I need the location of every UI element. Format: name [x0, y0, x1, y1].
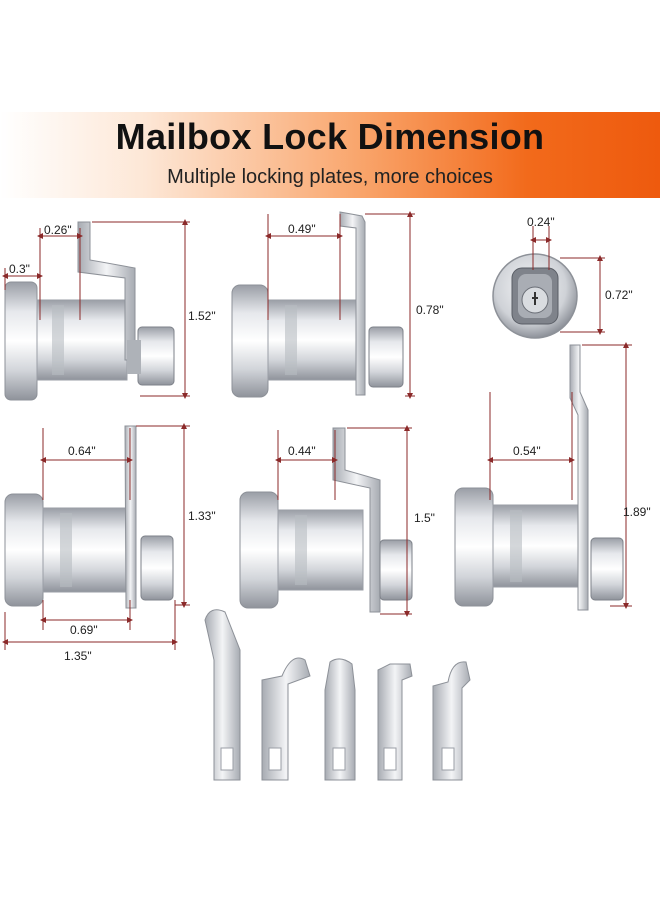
- lock-3-width-label: 0.64": [68, 444, 96, 458]
- cam-plate-3: [324, 658, 356, 781]
- lock-4-height-label: 1.5": [414, 511, 435, 525]
- lock-1-height-label: 1.52": [188, 309, 216, 323]
- lock-2-height-label: 0.78": [416, 303, 444, 317]
- page-subtitle: Multiple locking plates, more choices: [167, 166, 493, 188]
- lock-3-body-label: 0.69": [70, 623, 98, 637]
- front-key-width-label: 0.24": [527, 215, 555, 229]
- cam-plate-1: [204, 609, 241, 781]
- lock-2: [231, 211, 404, 398]
- lock-2-width-label: 0.49": [288, 222, 316, 236]
- lock-5-dimensions: [487, 342, 632, 609]
- lock-4-width-label: 0.44": [288, 444, 316, 458]
- lock-3-height-label: 1.33": [188, 509, 216, 523]
- cam-plate-2: [261, 657, 311, 781]
- lock-3-dimensions: [2, 423, 190, 650]
- lock-3-total-label: 1.35": [64, 649, 92, 663]
- lock-4-dimensions: [275, 425, 412, 617]
- front-height-label: 0.72": [605, 288, 633, 302]
- cam-plate-4: [377, 663, 413, 781]
- lock-1-width-label: 0.26": [44, 223, 72, 237]
- front-view-dimensions: [530, 226, 605, 335]
- lock-front-view: [492, 253, 578, 339]
- lock-5: [454, 344, 624, 611]
- lock-2-dimensions: [265, 211, 415, 399]
- lock-3: [4, 425, 174, 609]
- page-title: Mailbox Lock Dimension: [115, 116, 545, 157]
- lock-1-dimensions: [2, 219, 190, 399]
- lock-5-height-label: 1.89": [623, 505, 651, 519]
- lock-1-bezel-label: 0.3": [9, 262, 30, 276]
- lock-5-width-label: 0.54": [513, 444, 541, 458]
- lock-4: [239, 427, 413, 613]
- lock-1: [4, 221, 175, 401]
- cam-plate-set: [204, 609, 471, 781]
- cam-plate-5: [432, 661, 471, 781]
- header-banner: [0, 112, 660, 198]
